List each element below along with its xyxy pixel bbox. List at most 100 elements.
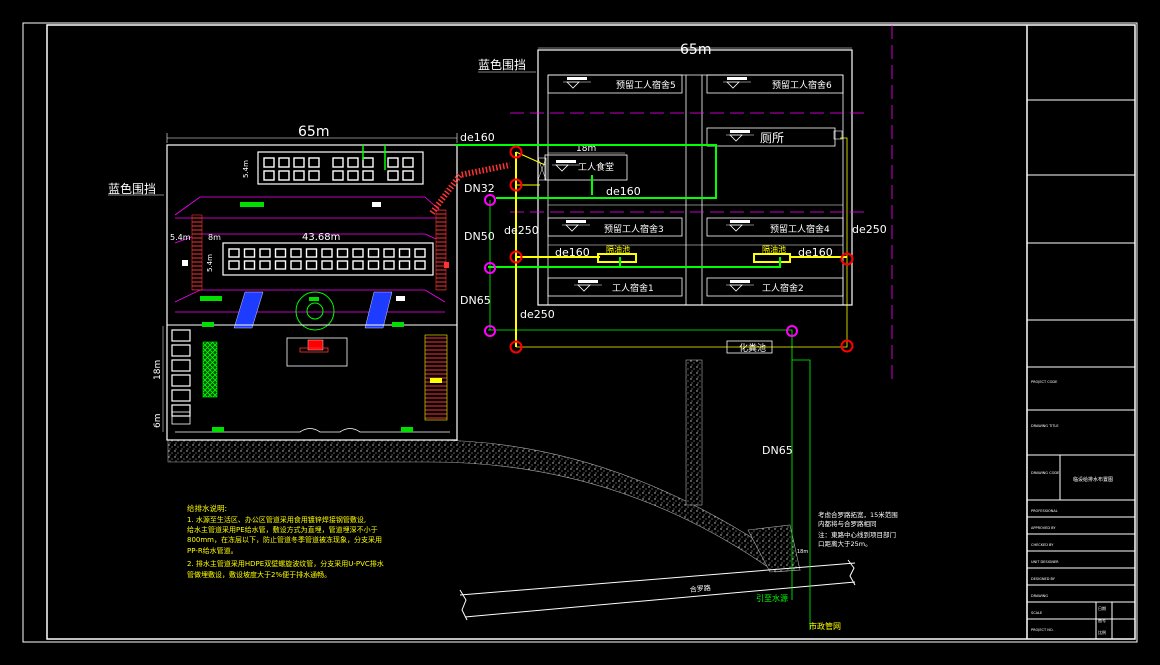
unit-block	[171, 359, 191, 372]
blue-block-left	[233, 291, 264, 329]
tb-mini-1: 日期	[1098, 605, 1106, 611]
window	[332, 170, 344, 181]
level-mark	[727, 77, 747, 80]
tb-row-label: SCALE	[1031, 611, 1042, 615]
window	[305, 260, 318, 270]
road-note: 考虑合罗路拓宽，15米范围 内都将与合罗路相同 注：東路中心线到项目部门 口距离…	[818, 510, 898, 548]
tb-drawing-name: 临设给排水布置图	[1073, 476, 1113, 483]
window	[293, 170, 305, 181]
unit-block	[171, 404, 191, 417]
unit-block	[171, 389, 191, 402]
window	[362, 170, 374, 181]
window	[228, 260, 240, 270]
window	[347, 157, 359, 168]
stair-right	[435, 209, 447, 291]
pipe-dn65-right: DN65	[762, 444, 793, 457]
room-dorm2: 工人宿舍2	[762, 282, 804, 294]
valve-node	[840, 339, 854, 353]
level-mark	[578, 280, 598, 283]
notes-title: 给排水说明:	[187, 503, 227, 513]
svg-text:口距离大于25m。: 口距离大于25m。	[818, 539, 872, 548]
window	[290, 260, 302, 270]
room-dorm6: 预留工人宿舍6	[772, 79, 832, 91]
left-site: 65m 蓝色围挡 5.4m 43.68m 5.4m 8m 5.4m	[108, 124, 511, 441]
window	[293, 157, 305, 168]
window	[398, 248, 411, 258]
pipe-dn50: DN50	[464, 230, 495, 243]
window	[228, 248, 240, 258]
room-canteen: 工人食堂	[578, 161, 614, 173]
valve-node	[840, 252, 854, 266]
right-site: 65m 蓝色围挡 预留工人宿舍5 预留工人宿舍6 工人食堂 厕所 预留工人宿舍3…	[478, 42, 853, 354]
middle-building	[222, 242, 434, 276]
svg-text:2. 排水主管道采用HDPE双壁螺旋波纹管，分支采用U-PV: 2. 排水主管道采用HDPE双壁螺旋波纹管，分支采用U-PVC排水	[187, 559, 384, 568]
tb-project-code: PROJECT CODE	[1031, 380, 1057, 384]
inspection-chamber	[484, 194, 496, 206]
pipe-de160-left-low: de160	[555, 246, 590, 259]
window	[347, 170, 359, 181]
window	[402, 157, 414, 168]
pipe-dn32: DN32	[464, 182, 495, 195]
inspection-chamber	[484, 262, 496, 274]
axis-lines	[510, 25, 893, 385]
level-mark	[566, 220, 586, 223]
window	[352, 260, 364, 270]
dim-5-4-mid: 5.4m	[206, 254, 214, 272]
green-grid-area	[202, 341, 218, 398]
room-dorm3: 预留工人宿舍3	[604, 223, 664, 235]
green-circle-outer	[295, 291, 335, 331]
grease-trap-2	[753, 253, 791, 263]
pipe-dim-18: 18m	[797, 549, 808, 555]
drainage-pipes	[515, 137, 848, 348]
supply-source-label: 引至水源	[756, 593, 788, 603]
pipe-de250-left: de250	[504, 224, 539, 237]
pipe-de160-mid: de160	[606, 185, 641, 198]
window	[259, 260, 271, 270]
right-width-dim: 65m	[680, 42, 711, 58]
stair-ramp	[429, 162, 511, 215]
stair-left	[191, 214, 203, 291]
tb-row-label: APPROVED BY	[1031, 526, 1056, 530]
window	[336, 248, 349, 258]
water-supply-pipes	[362, 144, 811, 630]
room-toilet: 厕所	[760, 131, 784, 145]
dim-5-4-left: 5.4m	[170, 233, 191, 242]
window	[367, 260, 380, 270]
svg-text:注：東路中心线到项目部门: 注：東路中心线到项目部门	[818, 530, 896, 539]
septic-tank-label: 化粪池	[739, 342, 766, 354]
window	[263, 157, 275, 168]
gravel-junction	[747, 524, 801, 573]
marker-left	[182, 260, 188, 266]
pipe-de160-top: de160	[460, 131, 495, 144]
road-edge-bottom	[464, 581, 856, 618]
circle-marker	[309, 297, 319, 301]
yellow-stairs	[424, 334, 448, 421]
valve-node	[509, 340, 523, 354]
pipe-de250-low: de250	[520, 308, 555, 321]
tb-mini-3: 比例	[1098, 629, 1106, 635]
grease-trap-2-label: 隔油池	[762, 244, 786, 254]
tb-row-label: CHECKED BY	[1031, 543, 1054, 547]
level-mark	[567, 77, 587, 80]
tb-mini-2: 图号	[1098, 617, 1106, 623]
valve-node	[509, 145, 523, 159]
dim-5-4-top: 5.4m	[242, 160, 250, 178]
window	[321, 260, 333, 270]
level-mark	[730, 280, 750, 283]
inspection-chamber	[786, 325, 798, 337]
blue-block-right	[364, 291, 393, 329]
road-break-left	[459, 589, 468, 621]
central-plinth	[286, 337, 348, 367]
window	[336, 260, 349, 270]
tb-row-label: PROJECT NO.	[1031, 628, 1054, 632]
green-circle-inner	[306, 302, 324, 320]
svg-text:800mm，在冻层以下，防止管道冬季管道被冻现象，分支采用: 800mm，在冻层以下，防止管道冬季管道被冻现象，分支采用	[187, 535, 382, 544]
window	[414, 260, 426, 270]
dim-6-left: 6m	[153, 414, 163, 429]
dim-18-canteen: 18m	[576, 144, 596, 154]
yellow-marker	[430, 378, 442, 383]
window	[305, 248, 318, 258]
window	[259, 248, 271, 258]
room-dorm5: 预留工人宿舍5	[616, 79, 676, 91]
